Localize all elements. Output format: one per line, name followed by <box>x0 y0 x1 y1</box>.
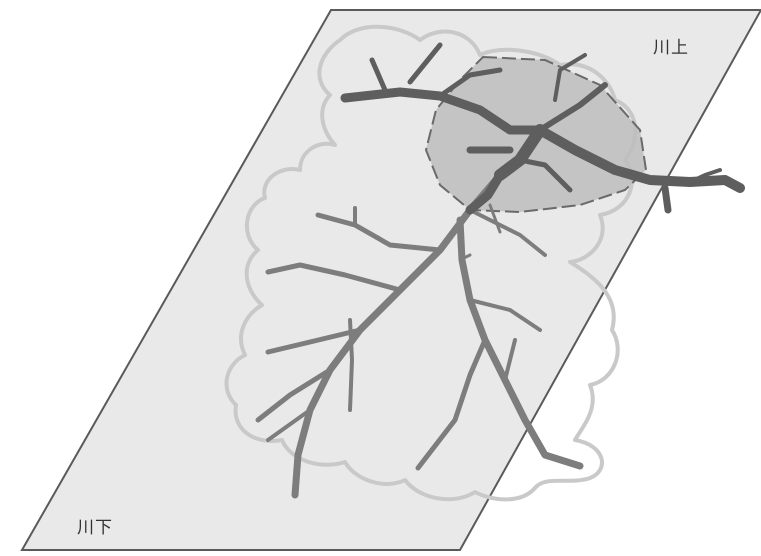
downstream-label: 川下 <box>77 513 113 538</box>
upstream-label: 川上 <box>653 33 689 58</box>
